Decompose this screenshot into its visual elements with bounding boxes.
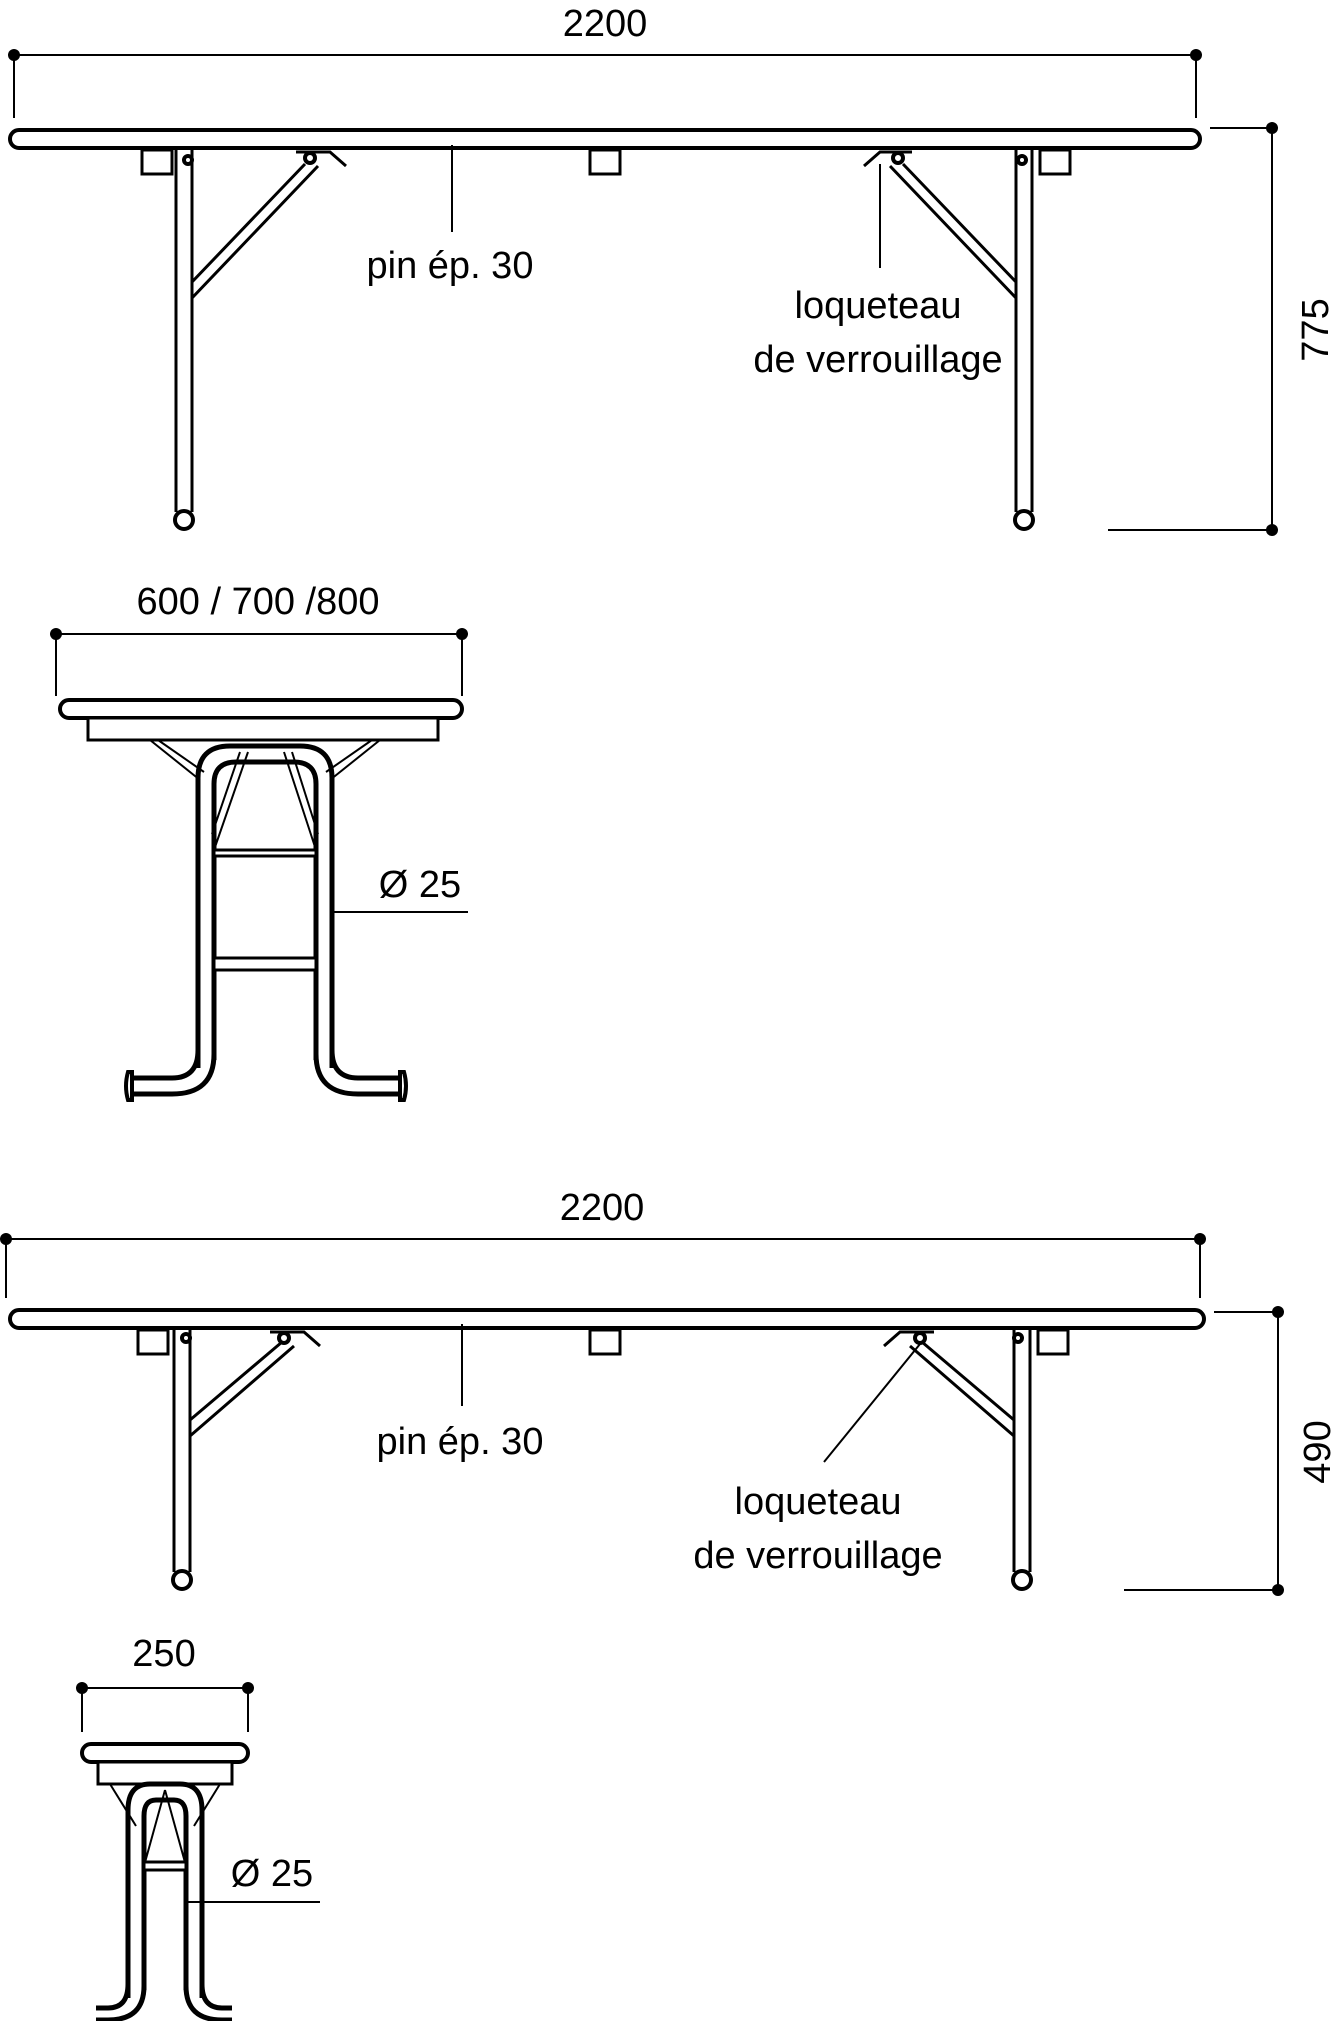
bench-cleat-right (1036, 1328, 1070, 1356)
table-side-apron (86, 716, 440, 742)
table-cleat-center (588, 148, 622, 176)
table-latch-label-line1: loqueteau (795, 285, 962, 327)
bench-top (8, 1308, 1206, 1330)
bench-height-dimension: 490 (1124, 1306, 1339, 1596)
bench-cleat-left (136, 1328, 170, 1356)
table-side-view: 600 / 700 /800 (50, 581, 468, 1102)
bench-front-view: 2200 pin ép. 30 loq (0, 1187, 1339, 1596)
bench-width-dimension: 2200 (0, 1187, 1206, 1298)
table-side-frame (124, 743, 408, 1102)
table-side-top (58, 698, 464, 720)
bench-side-view: 250 Ø 25 (76, 1633, 320, 2021)
bench-latch-label-line2: de verrouillage (693, 1535, 942, 1577)
table-height-label: 775 (1295, 298, 1337, 361)
bench-height-label: 490 (1297, 1420, 1339, 1483)
bench-width-label: 2200 (560, 1187, 645, 1229)
table-tube-label: Ø 25 (379, 864, 461, 906)
table-cleat-right (1038, 148, 1072, 176)
bench-depth-dimension: 250 (76, 1633, 254, 1732)
bench-top-label: pin ép. 30 (377, 1421, 544, 1463)
table-top (8, 128, 1202, 150)
bench-side-apron (96, 1760, 234, 1786)
bench-latch-label-line1: loqueteau (735, 1481, 902, 1523)
table-width-label: 2200 (563, 3, 648, 45)
table-latch-label-line2: de verrouillage (753, 339, 1002, 381)
bench-tube-label: Ø 25 (231, 1853, 313, 1895)
table-height-dimension: 775 (1108, 122, 1337, 536)
table-leg-left (173, 150, 347, 531)
table-top-label: pin ép. 30 (367, 245, 534, 287)
bench-cleat-center (588, 1328, 622, 1356)
bench-depth-label: 250 (132, 1633, 195, 1675)
table-cleat-left (140, 148, 174, 176)
bench-side-top (80, 1742, 250, 1764)
bench-leg-left (171, 1330, 321, 1591)
table-depth-dimension: 600 / 700 /800 (50, 581, 468, 696)
table-front-view: 2200 (8, 3, 1337, 536)
bench-latch-leader (823, 1343, 921, 1463)
table-leg-right (863, 150, 1035, 531)
table-depth-label: 600 / 700 /800 (137, 581, 380, 623)
bench-leg-right (883, 1330, 1033, 1591)
bench-side-frame (96, 1781, 232, 2021)
table-width-dimension: 2200 (8, 3, 1202, 118)
